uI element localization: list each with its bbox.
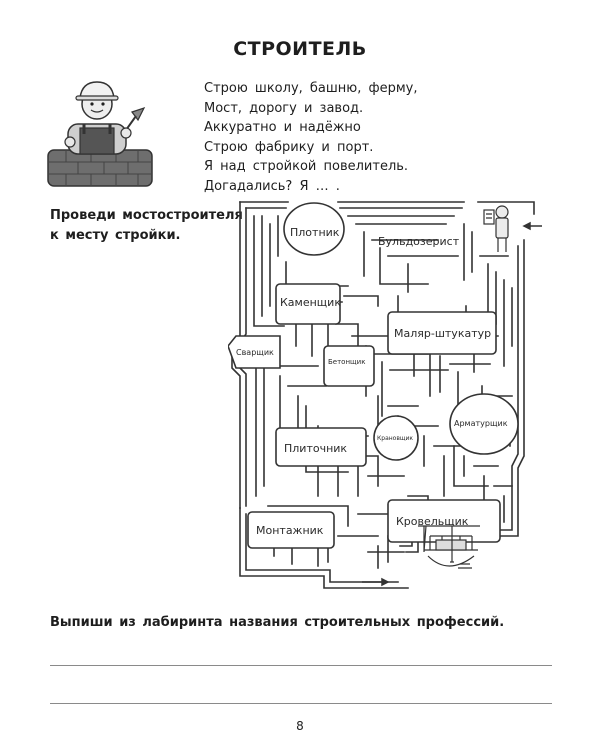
page-number: 8 (296, 719, 304, 733)
maze-label-kranovshchik: Крановщик (377, 435, 413, 442)
maze-label-plotnik: Плотник (290, 226, 340, 239)
maze-label-buldozerist: Бульдозерист (378, 235, 460, 248)
poem-line: Я над стройкой повелитель. (204, 159, 409, 174)
page-title: СТРОИТЕЛЬ (233, 38, 367, 60)
maze-instruction: Проведи мостостроителя к месту стройки. (50, 206, 243, 246)
poem-line: Мост, дорогу и завод. (204, 100, 364, 116)
poem-line: Догадались? Я … . (204, 178, 340, 194)
instruction-line: к месту стройки. (50, 228, 181, 243)
maze-label-plitochnik: Плиточник (284, 442, 347, 455)
maze-label-armaturshchik: Арматурщик (454, 419, 508, 428)
maze-label-krovelshchik: Кровельщик (396, 515, 469, 528)
poem-line: Строю школу, башню, ферму, (204, 81, 418, 96)
instruction-line: Проведи мостостроителя (50, 208, 243, 223)
maze-label-betonshchik: Бетонщик (328, 358, 365, 366)
write-instruction: Выпиши из лабиринта названия строительны… (50, 615, 505, 630)
answer-line[interactable] (50, 703, 552, 704)
builder-illustration (47, 81, 153, 187)
poem-line: Аккуратно и надёжно (204, 120, 361, 135)
poem: Строю школу, башню, ферму, Мост, дорогу … (204, 79, 417, 196)
maze-label-montazhnik: Монтажник (256, 524, 324, 537)
construction-site-icon (418, 525, 480, 569)
maze-label-kamenshchik: Каменщик (280, 296, 341, 309)
answer-line[interactable] (50, 665, 552, 666)
poem-line: Строю фабрику и порт. (204, 139, 374, 155)
maze-label-malyar: Маляр-штукатур (394, 327, 491, 340)
maze-label-svarshchik: Сварщик (236, 348, 274, 357)
bridge-builder-figure (483, 205, 509, 252)
maze[interactable]: Плотник Бульдозерист Каменщик Маляр-штук… (228, 196, 548, 616)
